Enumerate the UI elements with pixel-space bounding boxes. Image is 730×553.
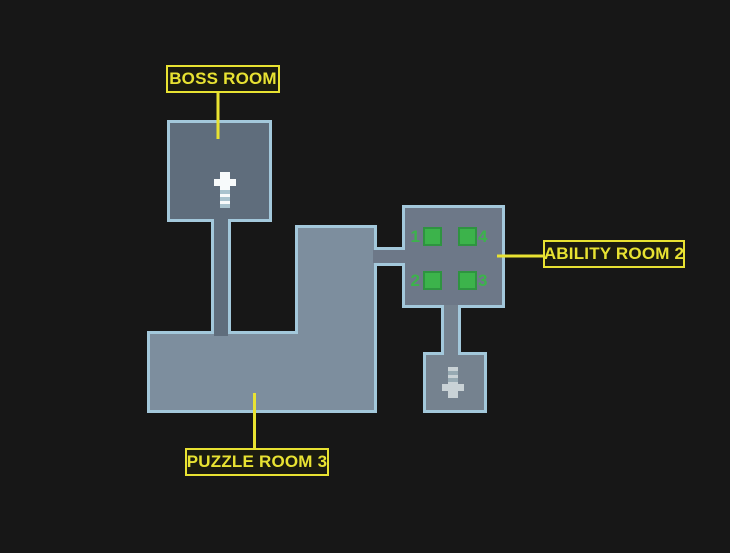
up-arrow-icon (214, 172, 236, 208)
connector-corridor (373, 250, 407, 263)
switch-square-3 (458, 271, 477, 290)
switch-number-2: 2 (410, 271, 420, 290)
switch-number-1: 1 (410, 227, 420, 246)
boss-corridor (214, 216, 228, 336)
switch-square-4 (458, 227, 477, 246)
switch-square-1 (423, 227, 442, 246)
switch-number-3: 3 (478, 271, 488, 290)
down-arrow-icon (442, 367, 464, 398)
puzzle-room-label: PUZZLE ROOM 3 (185, 448, 329, 476)
exit-corridor (444, 305, 458, 357)
switch-number-4: 4 (478, 227, 488, 246)
ability-room-label: ABILITY ROOM 2 (543, 240, 685, 268)
boss-room-label: BOSS ROOM (166, 65, 280, 93)
puzzle-room-shape (147, 225, 377, 413)
ability-room-shape (402, 205, 505, 308)
switch-square-2 (423, 271, 442, 290)
